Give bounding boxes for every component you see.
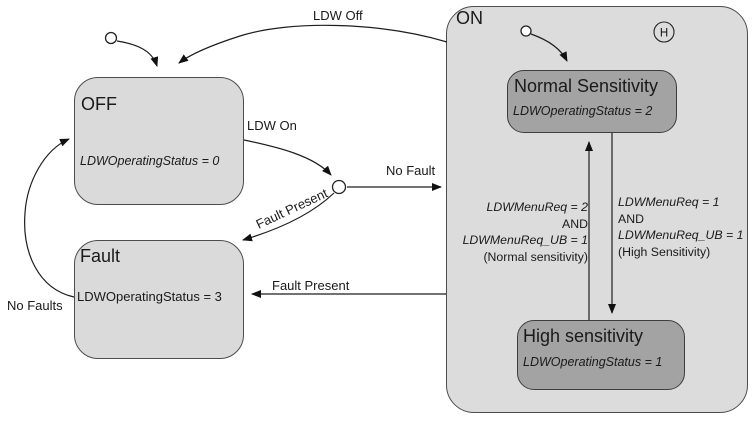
transition-fault-present-junction[interactable] [242, 192, 335, 242]
state-normal-body: LDWOperatingStatus = 2 [513, 104, 653, 118]
state-fault-title: Fault [80, 246, 121, 266]
state-fault[interactable] [74, 240, 244, 359]
condition-line: (Normal sensitivity) [483, 249, 588, 264]
transition-ldw-off[interactable] [178, 24, 448, 64]
state-high-title: High sensitivity [523, 326, 644, 346]
condition-line: LDWMenuReq_UB = 1 [618, 228, 744, 242]
condition-line: LDWMenuReq = 2 [486, 200, 589, 214]
transition-initial-to-normal[interactable] [530, 33, 568, 62]
condition-line: AND [618, 211, 644, 226]
condition-line: LDWMenuReq = 1 [618, 195, 720, 209]
state-off[interactable] [74, 77, 244, 205]
label-ldw-on: LDW On [247, 118, 297, 133]
state-on-title: ON [456, 8, 483, 28]
label-high-to-normal-condition: LDWMenuReq = 2 AND LDWMenuReq_UB = 1 (No… [446, 199, 588, 265]
label-no-fault: No Fault [386, 163, 436, 178]
state-high-sensitivity[interactable] [517, 320, 685, 390]
history-junction[interactable] [653, 21, 675, 43]
state-off-body: LDWOperatingStatus = 0 [80, 154, 220, 168]
label-no-faults: No Faults [7, 298, 63, 313]
condition-line: (High Sensitivity) [618, 244, 711, 259]
transition-initial-to-off[interactable] [116, 40, 159, 67]
condition-line: LDWMenuReq_UB = 1 [462, 233, 588, 247]
transition-no-faults[interactable] [24, 138, 75, 298]
state-normal-title: Normal Sensitivity [514, 76, 659, 96]
state-normal-sensitivity[interactable] [507, 70, 677, 133]
initial-point-on[interactable] [520, 25, 532, 37]
state-high-body: LDWOperatingStatus = 1 [523, 355, 663, 369]
state-off-title: OFF [81, 94, 117, 114]
state-fault-body: LDWOperatingStatus = 3 [77, 289, 222, 304]
initial-point-off[interactable] [104, 31, 118, 45]
label-fault-present-on: Fault Present [272, 278, 350, 293]
transition-ldw-on[interactable] [243, 139, 332, 176]
label-ldw-off: LDW Off [313, 8, 363, 23]
condition-line: AND [562, 216, 588, 231]
label-normal-to-high-condition: LDWMenuReq = 1 AND LDWMenuReq_UB = 1 (Hi… [618, 194, 743, 260]
history-junction-label: H [660, 28, 668, 40]
connective-junction[interactable] [331, 179, 347, 195]
